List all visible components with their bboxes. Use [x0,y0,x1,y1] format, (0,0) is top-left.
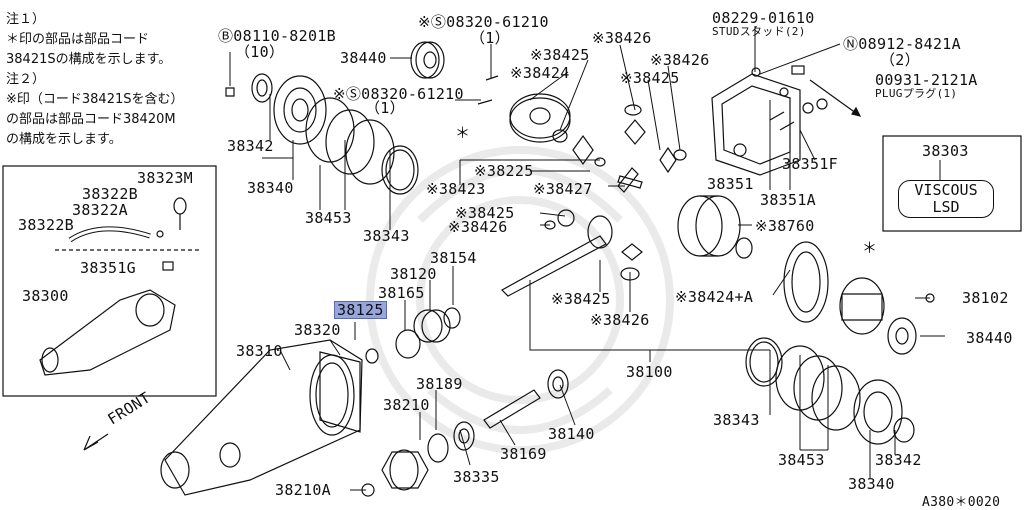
part-callout-bolt-08110[interactable]: Ⓑ08110-8201B [218,27,336,45]
part-callout-38351[interactable]: 38351 [707,175,754,193]
watermark-emblem [366,146,674,454]
part-callout-38300[interactable]: 38300 [22,287,69,305]
part-callout-38322b-left[interactable]: 38322B [18,216,74,234]
part-callout-38343-left[interactable]: 38343 [363,227,410,245]
viscous-line-1: VISCOUS [914,181,978,199]
part-callout-38351a[interactable]: 38351A [760,191,816,209]
part-callout-38351f[interactable]: 38351F [782,155,838,173]
note-2-line-2: の部品は部品コード38420M [6,112,176,127]
part-callout-38425-c[interactable]: ※38425 [455,204,515,222]
viscous-line-2: LSD [932,198,960,216]
note-1-title: 注１） [6,12,46,27]
part-callout-38426-c[interactable]: ※38426 [448,218,508,236]
part-callout-38340-right[interactable]: 38340 [848,475,895,493]
part-callout-screw-08320-mid[interactable]: ※Ⓢ08320-61210 [333,85,464,103]
part-callout-38189[interactable]: 38189 [416,375,463,393]
part-callout-38210a[interactable]: 38210A [275,481,331,499]
note-1-line-1: ＊印の部品は部品コード [6,32,150,47]
parts [39,41,935,497]
part-callout-38320[interactable]: 38320 [294,321,341,339]
note-2-title: 注２） [6,72,46,87]
part-callout-38102[interactable]: 38102 [962,289,1009,307]
qty-nut-08912: （2） [880,51,920,69]
viscous-lsd-tag: VISCOUS LSD [898,180,994,218]
part-callout-38423[interactable]: ※38423 [426,180,486,198]
part-callout-38425-d[interactable]: ※38425 [551,290,611,308]
part-callout-38425-a[interactable]: ※38425 [530,46,590,64]
part-callout-38453-right[interactable]: 38453 [778,451,825,469]
note-2-line-3: の構成を示します。 [6,132,122,147]
inset-box [2,165,217,397]
part-callout-38310[interactable]: 38310 [236,342,283,360]
stud-name: STUDスタッド(2) [712,25,806,38]
part-callout-38426-d[interactable]: ※38426 [590,311,650,329]
part-callout-38169[interactable]: 38169 [500,445,547,463]
figure-code: A380＊0020 [922,495,1001,510]
part-callout-38342-left[interactable]: 38342 [227,137,274,155]
part-callout-38165[interactable]: 38165 [378,284,425,302]
part-callout-38760[interactable]: ※38760 [755,217,815,235]
note-1-line-2: 38421Sの構成を示します。 [6,52,172,67]
part-callout-38424[interactable]: ※38424 [510,64,570,82]
part-callout-38426-b[interactable]: ※38426 [650,51,710,69]
part-callout-38425-b[interactable]: ※38425 [620,69,680,87]
part-callout-38120[interactable]: 38120 [390,265,437,283]
leader-lines [229,26,945,491]
part-callout-38154[interactable]: 38154 [430,249,477,267]
part-callout-38322b-top[interactable]: 38322B [82,185,138,203]
part-callout-38140[interactable]: 38140 [548,425,595,443]
part-callout-38340-left[interactable]: 38340 [247,179,294,197]
part-callout-38427[interactable]: ※38427 [533,180,593,198]
part-callout-38125-selected[interactable]: 38125 [334,301,387,319]
part-callout-38225[interactable]: ※38225 [474,162,534,180]
part-callout-38100[interactable]: 38100 [626,363,673,381]
plug-name: PLUGプラグ(1) [875,87,958,100]
part-callout-38322a[interactable]: 38322A [72,201,128,219]
part-callout-38351g[interactable]: 38351G [80,259,136,277]
part-callout-38440-top[interactable]: 38440 [340,49,387,67]
part-callout-plug-00931[interactable]: 00931-2121A [875,71,978,89]
star-mark-2: ＊ [862,239,878,257]
part-callout-38424a[interactable]: ※38424+A [675,288,754,306]
qty-screw-08320-mid: （1） [365,99,405,117]
qty-bolt-08110: （10） [235,43,285,61]
part-callout-screw-08320-top[interactable]: ※Ⓢ08320-61210 [418,13,549,31]
part-callout-38210[interactable]: 38210 [383,396,430,414]
part-callout-38440-right[interactable]: 38440 [966,329,1013,347]
part-callout-38323m[interactable]: 38323M [137,169,193,187]
note-2-line-1: ※印（コード38421Sを含む） [6,92,184,107]
part-callout-38453-left[interactable]: 38453 [305,209,352,227]
part-callout-stud-08229[interactable]: 08229-01610 [712,9,815,27]
qty-screw-08320-top: （1） [470,29,510,47]
star-mark-1: ＊ [455,124,471,142]
lsd-box [882,135,1022,232]
part-callout-38426-a[interactable]: ※38426 [592,29,652,47]
part-callout-nut-08912[interactable]: Ⓝ08912-8421A [843,35,961,53]
part-callout-38342-right[interactable]: 38342 [875,451,922,469]
part-callout-38303[interactable]: 38303 [922,142,969,160]
part-callout-38335[interactable]: 38335 [453,468,500,486]
part-callout-38343-right[interactable]: 38343 [713,411,760,429]
